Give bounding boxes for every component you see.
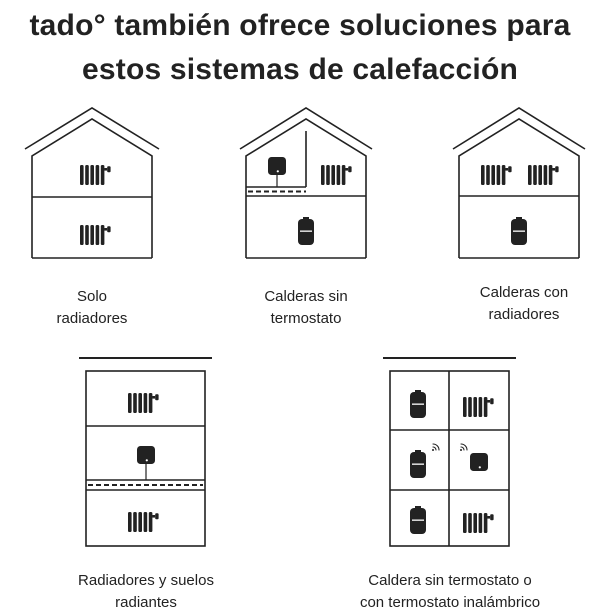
radiator-icon: [481, 165, 512, 185]
building-caldera-termostato-inalambrico: [383, 357, 516, 547]
caption-line: termostato: [270, 310, 342, 327]
caption-line: radiadores: [56, 310, 128, 327]
radiator-icon: [80, 165, 111, 185]
boiler-icon: [410, 506, 426, 534]
radiator-icon: [321, 165, 352, 185]
thermostat-icon: [137, 446, 155, 464]
boiler-icon: [511, 217, 527, 245]
radiator-icon: [463, 397, 494, 417]
radiator-icon: [463, 513, 494, 533]
caption-line: radiadores: [488, 306, 560, 323]
radiator-icon: [528, 165, 559, 185]
caption-line: Solo: [76, 288, 108, 305]
radiator-icon: [128, 512, 159, 532]
caption-line: radiantes: [115, 594, 177, 611]
wifi-icon: [431, 443, 440, 452]
house-solo-radiadores: [24, 107, 160, 259]
thermostat-icon: [268, 157, 286, 175]
caption-calderas-sin-termostato: Calderas sin termostato: [236, 286, 376, 330]
title-line-1: tado° también ofrece soluciones para: [29, 9, 571, 42]
building-radiadores-y-suelos: [79, 357, 212, 547]
caption-line: con termostato inalámbrico: [359, 594, 541, 611]
page-title: tado° también ofrece soluciones para est…: [0, 4, 600, 92]
caption-solo-radiadores: Solo radiadores: [32, 286, 152, 330]
caption-calderas-con-radiadores: Calderas con radiadores: [454, 282, 594, 326]
caption-line: Calderas con: [479, 284, 569, 301]
thermostat-icon: [470, 453, 488, 471]
house-calderas-sin-termostato: [239, 107, 373, 259]
boiler-icon: [410, 450, 426, 478]
caption-line: Calderas sin: [264, 288, 348, 305]
caption-line: Caldera sin termostato o: [368, 572, 532, 589]
caption-line: Radiadores y suelos: [78, 572, 214, 589]
radiator-icon: [128, 393, 159, 413]
wifi-icon: [459, 443, 468, 452]
house-calderas-con-radiadores: [452, 107, 586, 259]
radiator-icon: [80, 225, 111, 245]
boiler-icon: [410, 390, 426, 418]
boiler-icon: [298, 217, 314, 245]
title-line-2: estos sistemas de calefacción: [81, 53, 519, 86]
caption-radiadores-y-suelos: Radiadores y suelos radiantes: [46, 570, 246, 614]
caption-caldera-termostato-inalambrico: Caldera sin termostato o con termostato …: [334, 570, 566, 614]
